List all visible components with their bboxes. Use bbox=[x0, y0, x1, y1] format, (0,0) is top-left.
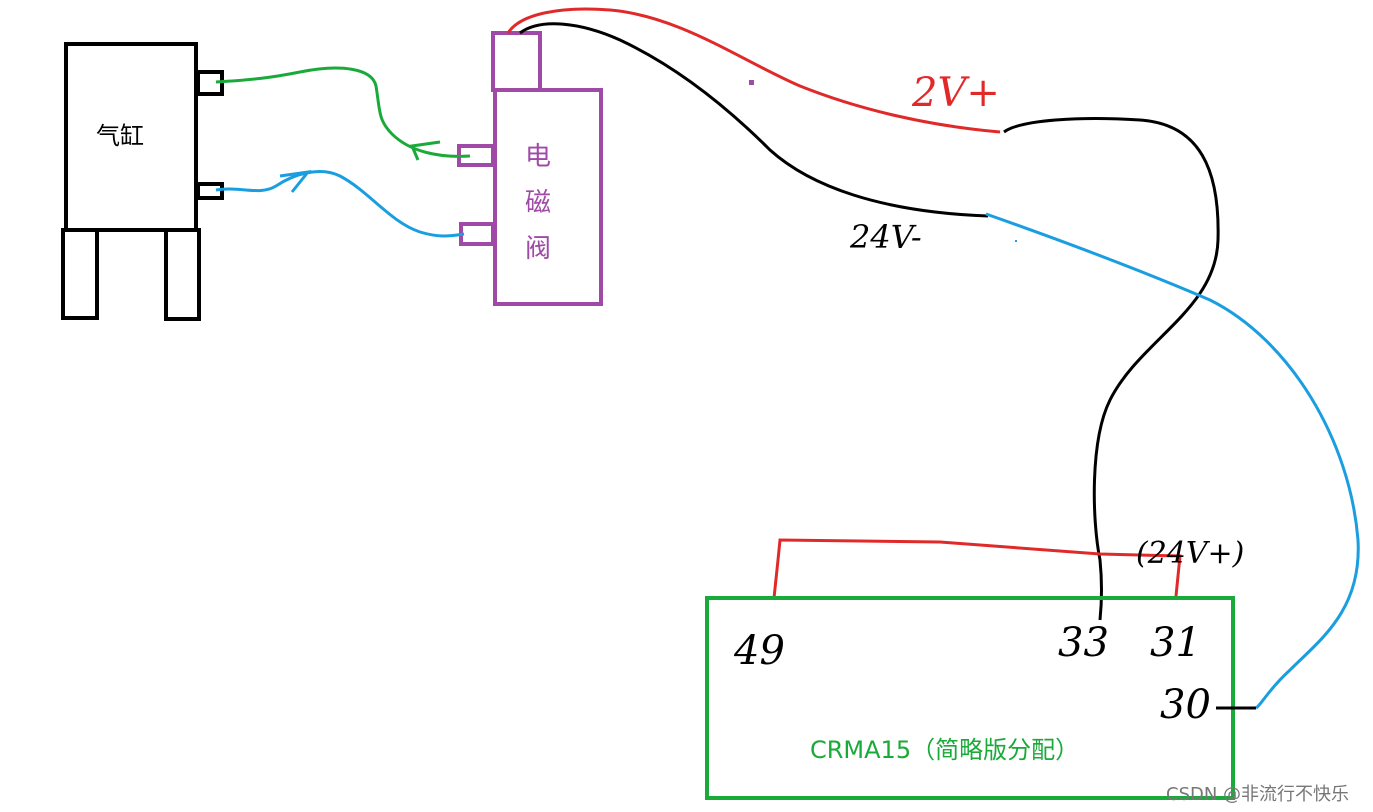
blue-signal-wire bbox=[985, 212, 1360, 710]
black-wire-long bbox=[1003, 117, 1220, 621]
blue-arrow-head bbox=[279, 169, 312, 193]
red-jumper-label: (24V+) bbox=[1136, 536, 1245, 571]
crma-label: CRMA15（简略版分配） bbox=[810, 736, 1080, 764]
pin-33-label: 33 bbox=[1058, 620, 1109, 666]
red-wire-bottom bbox=[772, 538, 1182, 599]
green-arrow-head bbox=[409, 140, 441, 161]
pin-31-label: 31 bbox=[1150, 620, 1201, 666]
stray-dot bbox=[749, 80, 754, 85]
cylinder-label: 气缸 bbox=[96, 122, 144, 150]
cylinder-port-bottom bbox=[196, 182, 224, 200]
red-wire-top bbox=[506, 7, 1001, 134]
black-wire bbox=[519, 22, 989, 218]
stray-blue-dot bbox=[1015, 240, 1017, 242]
valve-label-char-2: 磁 bbox=[525, 188, 552, 218]
cylinder-body bbox=[64, 42, 198, 232]
red-wire-label: 2V+ bbox=[912, 70, 1000, 116]
valve-top-block bbox=[491, 31, 542, 92]
crma-box bbox=[705, 596, 1235, 800]
pin-30-label: 30 bbox=[1160, 682, 1211, 728]
valve-label-char-3: 阀 bbox=[525, 234, 552, 264]
pin-49-label: 49 bbox=[734, 628, 785, 674]
watermark: CSDN @非流行不快乐 bbox=[1166, 784, 1350, 805]
valve-port-lower bbox=[459, 222, 495, 246]
blue-air-line bbox=[215, 169, 465, 238]
cylinder-leg-left bbox=[61, 228, 99, 320]
cylinder-leg-right bbox=[164, 228, 201, 321]
valve-label-char-1: 电 bbox=[525, 142, 552, 172]
black-wire-label: 24V- bbox=[850, 218, 922, 256]
valve-body bbox=[493, 88, 603, 306]
